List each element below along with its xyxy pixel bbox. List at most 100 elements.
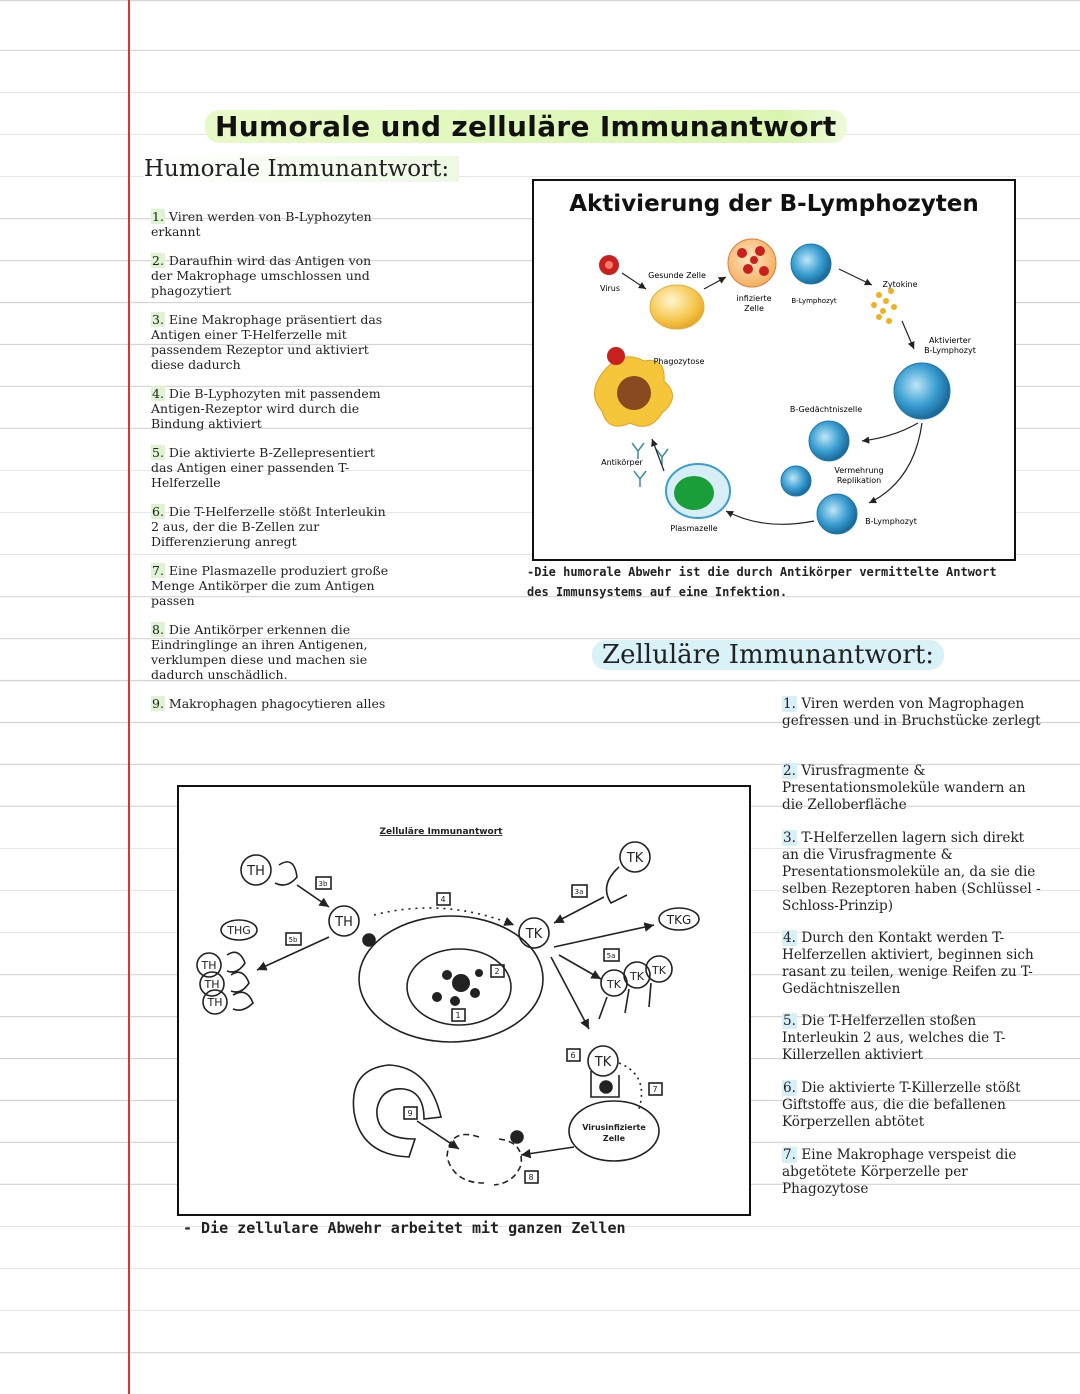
tk-cell-icon bbox=[518, 917, 550, 949]
label-b-lymph: B-Lymphozyt bbox=[865, 517, 917, 526]
label-tkg: TKG bbox=[666, 913, 692, 927]
healthy-cell-icon bbox=[649, 284, 705, 330]
label-infected-2: Zelle bbox=[744, 304, 764, 313]
humoral-step: 3. Eine Makrophage präsentiert das Antig… bbox=[151, 312, 383, 372]
label-8: 8 bbox=[528, 1173, 533, 1182]
label-th: TH bbox=[207, 996, 223, 1009]
label-3a: 3a bbox=[575, 888, 584, 896]
label-5a: 5a bbox=[607, 952, 616, 960]
page-title: Humorale und zelluläre Immunantwort bbox=[205, 110, 847, 143]
antibody-icon bbox=[631, 442, 669, 487]
label-2: 2 bbox=[494, 967, 499, 976]
label-replication-1: Vermehrung bbox=[834, 466, 883, 475]
antigen-dot bbox=[510, 1130, 524, 1144]
cellular-note: - Die zellulare Abwehr arbeitet mit ganz… bbox=[183, 1219, 626, 1237]
tk-clone-icon bbox=[645, 955, 673, 983]
tk-receptors bbox=[598, 982, 652, 1020]
humoral-heading: Humorale Immunantwort: bbox=[144, 156, 460, 182]
arrow bbox=[838, 268, 873, 286]
label-th: TH bbox=[246, 864, 265, 879]
step-box-1 bbox=[451, 1008, 466, 1022]
step-box-5b bbox=[285, 932, 302, 946]
figure1-title: Aktivierung der B-Lymphozyten bbox=[569, 191, 979, 217]
step-box-4 bbox=[436, 892, 451, 906]
infected-cell-outline bbox=[358, 915, 544, 1043]
plasma-nucleus-icon bbox=[674, 476, 714, 510]
humoral-step: 2. Daraufhin wird das Antigen von der Ma… bbox=[151, 253, 372, 298]
figure2-title: Zelluläre Immunantwort bbox=[380, 827, 504, 837]
label-cytokine: Zytokine bbox=[882, 280, 917, 289]
label-thg: THG bbox=[226, 924, 251, 937]
b-lymphocyte-icon bbox=[790, 243, 832, 285]
step-box-7 bbox=[648, 1082, 663, 1096]
th-clone-icon bbox=[202, 989, 228, 1015]
step-box-6 bbox=[566, 1048, 581, 1062]
macrophage-outline bbox=[352, 1064, 442, 1158]
replicating-cell-icon bbox=[780, 465, 812, 497]
label-th: TH bbox=[204, 978, 220, 991]
label-virus-infected-1: Virusinfizierte bbox=[582, 1123, 646, 1132]
infected-cell-icon bbox=[727, 238, 777, 288]
arrow bbox=[256, 936, 330, 971]
label-memory: B-Gedächtniszelle bbox=[790, 405, 862, 414]
cellular-step: 6. Die aktivierte T-Killerzelle stößt Gi… bbox=[782, 1080, 1021, 1130]
antigen-dot bbox=[362, 933, 376, 947]
label-tk: TK bbox=[651, 964, 667, 977]
dead-cell-outline bbox=[446, 1133, 523, 1186]
arrow bbox=[868, 422, 923, 504]
virus-icon bbox=[599, 255, 619, 275]
label-1: 1 bbox=[455, 1011, 460, 1020]
arrow bbox=[553, 922, 655, 948]
th-docked-icon bbox=[328, 905, 360, 937]
label-replication-2: Replikation bbox=[837, 476, 881, 485]
cellular-step: 4. Durch den Kontakt werden T-Helferzell… bbox=[782, 930, 1034, 997]
tk-receptor bbox=[590, 1071, 620, 1098]
label-3b: 3b bbox=[319, 880, 328, 888]
b-lymphocyte-diagram: Aktivierung der B-Lymphozyten Virus Gesu… bbox=[569, 191, 979, 535]
tk-clone-icon bbox=[623, 961, 651, 989]
humoral-step: 7. Eine Plasmazelle produziert große Men… bbox=[151, 563, 389, 608]
humoral-step: 4. Die B-Lyphozyten mit passendem Antige… bbox=[151, 386, 381, 431]
virus-icon bbox=[607, 347, 625, 365]
arrow bbox=[621, 272, 647, 290]
cellular-step: 7. Eine Makrophage verspeist die abgetöt… bbox=[782, 1147, 1017, 1197]
virus-fragments bbox=[432, 969, 483, 1006]
arrow bbox=[861, 422, 919, 444]
label-tk: TK bbox=[629, 970, 645, 983]
arrow bbox=[416, 1120, 460, 1150]
label-healthy-cell: Gesunde Zelle bbox=[648, 271, 706, 280]
label-b-lymph-small: B-Lymphozyt bbox=[791, 297, 837, 305]
tk-top-icon bbox=[619, 841, 651, 873]
arrow bbox=[558, 954, 602, 980]
label-tk: TK bbox=[594, 1055, 612, 1070]
step-box-3b bbox=[315, 876, 332, 890]
margin-line bbox=[128, 0, 130, 1394]
cellular-step: 2. Virusfragmente & Presentationsmolekül… bbox=[782, 763, 1026, 813]
label-9: 9 bbox=[407, 1109, 412, 1118]
label-activated-1: Aktivierter bbox=[929, 336, 972, 345]
label-6: 6 bbox=[570, 1051, 575, 1060]
tk-memory-icon bbox=[658, 907, 700, 931]
step-box-3a bbox=[571, 884, 588, 898]
label-th: TH bbox=[201, 959, 217, 972]
arrow bbox=[901, 320, 915, 350]
nucleus-outline bbox=[406, 948, 512, 1026]
cytokine-icon bbox=[871, 288, 897, 324]
th-receptor bbox=[274, 861, 298, 886]
arrow bbox=[296, 884, 330, 908]
label-virus-infected-2: Zelle bbox=[603, 1134, 626, 1143]
macrophage-nucleus-icon bbox=[617, 376, 651, 410]
label-tk: TK bbox=[606, 978, 622, 991]
label-virus: Virus bbox=[600, 284, 620, 293]
label-tk: TK bbox=[525, 927, 543, 942]
th-clone-icon bbox=[199, 971, 225, 997]
arrow bbox=[651, 438, 665, 472]
label-4: 4 bbox=[440, 895, 445, 904]
label-infected-1: infizierte bbox=[736, 294, 771, 303]
dotted-arrow bbox=[373, 907, 515, 926]
step-box-8 bbox=[524, 1170, 539, 1184]
step-box-2 bbox=[490, 964, 505, 978]
arrow bbox=[520, 1146, 575, 1159]
cellular-step: 1. Viren werden von Magrophagen gefresse… bbox=[782, 696, 1041, 729]
label-phago: Phagozytose bbox=[654, 357, 705, 366]
